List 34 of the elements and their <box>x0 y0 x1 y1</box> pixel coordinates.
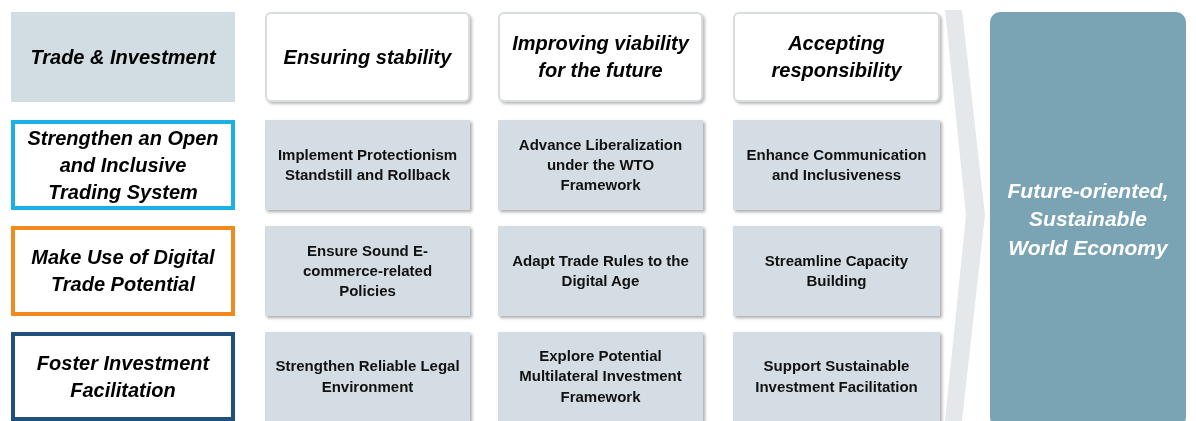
goal-box <box>990 12 1186 421</box>
cell-text: Implement Protectionism Standstill and Rollback <box>276 144 459 185</box>
row-header-box <box>11 120 235 210</box>
heading-text: Make Use of Digital Trade Potential <box>30 245 216 297</box>
cell-box <box>498 226 703 316</box>
heading-text: Accepting responsibility <box>770 31 904 83</box>
cell-text: Explore Potential Multilateral Investment Framework <box>518 346 683 407</box>
header-box <box>733 12 940 102</box>
cell-box <box>498 332 703 421</box>
cell-text: Adapt Trade Rules to the Digital Age <box>511 250 690 291</box>
row-header-box <box>11 226 235 316</box>
header-box <box>11 12 235 102</box>
heading-text: Foster Investment Facilitation <box>35 350 211 403</box>
cell-box <box>265 226 470 316</box>
cell-box <box>498 120 703 210</box>
cell-box <box>733 120 940 210</box>
row-header-box <box>11 332 235 421</box>
cell-text: Support Sustainable Investment Facilitation <box>754 356 919 397</box>
cell-text: Enhance Communication and Inclusiveness <box>745 144 928 185</box>
cell-box <box>265 332 470 421</box>
heading-text: Improving viability for the future <box>511 31 691 83</box>
cell-text: Strengthen Reliable Legal Environment <box>275 356 460 397</box>
heading-text: Ensuring stability <box>283 44 452 70</box>
header-box <box>498 12 703 102</box>
heading-text: Strengthen an Open and Inclusive Trading System <box>26 125 220 205</box>
header-box <box>265 12 470 102</box>
cell-box <box>733 332 940 421</box>
cell-text: Advance Liberalization under the WTO Framework <box>517 134 684 196</box>
heading-text: Trade & Investment <box>30 44 216 70</box>
cell-text: Streamline Capacity Building <box>763 250 910 291</box>
cell-box <box>265 120 470 210</box>
cell-box <box>733 226 940 316</box>
cell-text: Ensure Sound E-commerce-related Policies <box>301 240 434 302</box>
heading-text: Future-oriented, Sustainable World Economy <box>1006 178 1170 261</box>
